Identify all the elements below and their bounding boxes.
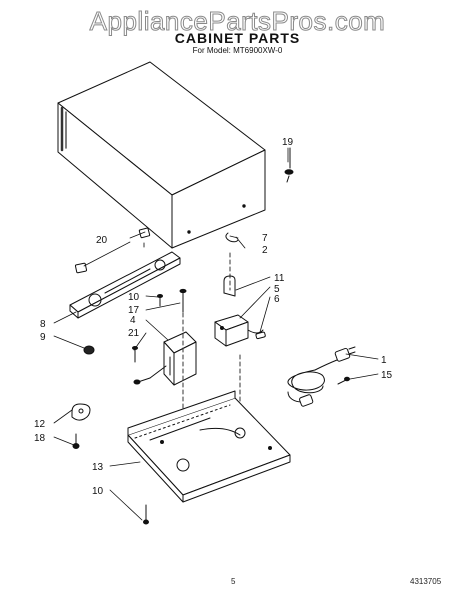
callout-12: 12 <box>34 419 46 430</box>
callout-10-bottom: 10 <box>92 486 104 497</box>
diagram-title: CABINET PARTS <box>174 30 301 46</box>
callout-9: 9 <box>40 332 46 343</box>
model-label: For Model: MT6900XW-0 <box>192 46 283 55</box>
transformer-4 <box>133 331 197 386</box>
callout-15: 15 <box>381 370 393 381</box>
base-pan-13 <box>127 390 291 503</box>
callout-13: 13 <box>92 462 104 473</box>
screws-10-17 <box>157 288 187 313</box>
watermark: AppliancePartsPros.com <box>89 6 386 37</box>
figure-number: 4313705 <box>410 577 442 586</box>
alignment-lines <box>143 242 241 421</box>
leader-lines <box>53 147 379 521</box>
callout-17: 17 <box>128 305 140 316</box>
screw-18 <box>72 433 80 449</box>
cabinet-wrapper <box>57 61 266 249</box>
callout-7: 7 <box>262 233 268 244</box>
screw-10-bottom <box>143 504 149 525</box>
bracket-11 <box>223 275 236 297</box>
callout-4: 4 <box>130 315 136 326</box>
cord-clamp-15 <box>337 376 350 385</box>
callout-6: 6 <box>274 294 280 305</box>
callout-numbers: 19 20 7 2 11 5 6 10 17 8 9 4 21 1 15 12 … <box>34 137 393 497</box>
capacitor-5 <box>214 314 249 347</box>
callout-5: 5 <box>274 284 280 295</box>
foot-9 <box>83 345 95 355</box>
screw-19 <box>284 147 294 183</box>
diode-6 <box>247 329 266 340</box>
callout-2: 2 <box>262 245 268 256</box>
page-number: 5 <box>231 577 236 586</box>
clip-2 <box>225 232 239 243</box>
power-cord-1 <box>287 346 356 407</box>
callout-18: 18 <box>34 433 46 444</box>
callout-19: 19 <box>282 137 294 148</box>
callout-1: 1 <box>381 355 387 366</box>
base-rail-8 <box>69 251 181 319</box>
callout-20: 20 <box>96 235 108 246</box>
callout-21: 21 <box>128 328 140 339</box>
callout-8: 8 <box>40 319 46 330</box>
callout-11: 11 <box>274 273 285 284</box>
latch-12 <box>71 403 91 421</box>
callout-10-top: 10 <box>128 292 140 303</box>
